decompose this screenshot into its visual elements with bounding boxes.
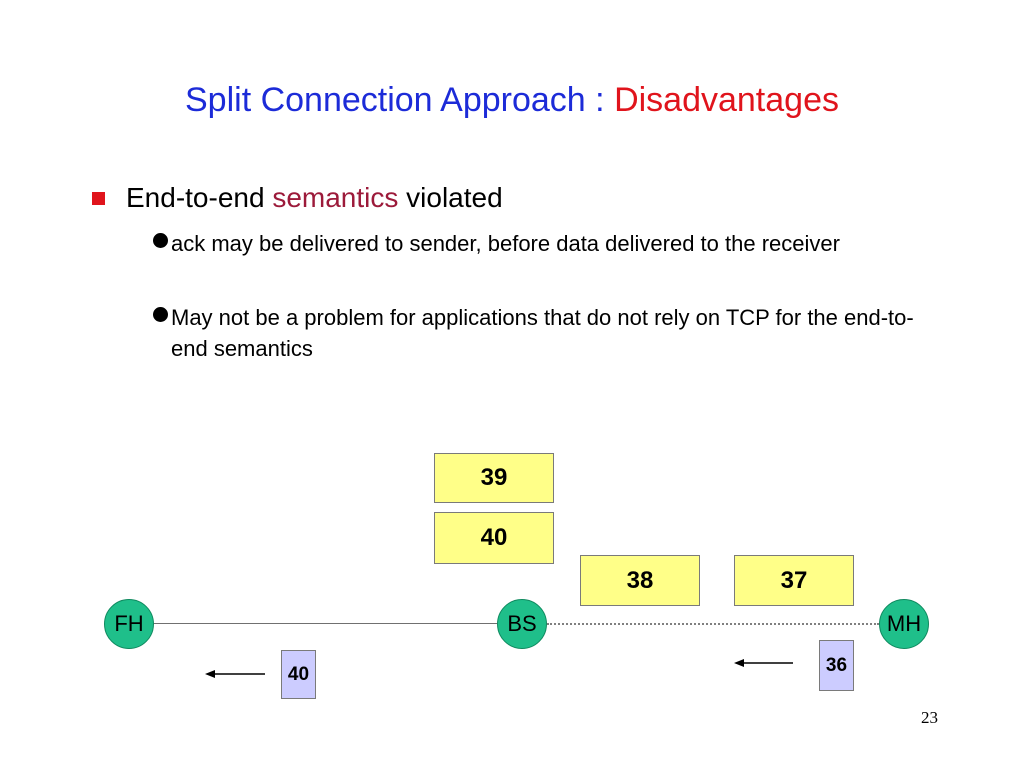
wired-link-line xyxy=(153,623,497,624)
packet-in-transit: 37 xyxy=(734,555,854,606)
ack-from-mh: 36 xyxy=(819,640,854,691)
bullet-text-before: End-to-end xyxy=(126,182,273,213)
node-bs: BS xyxy=(497,599,547,649)
bullet-level2-text: ack may be delivered to sender, before d… xyxy=(171,231,840,256)
title-accent: Disadvantages xyxy=(614,81,839,119)
slide-title: Split Connection Approach : Disadvantage… xyxy=(0,78,1024,122)
bullet-text-accent: semantics xyxy=(272,182,399,213)
ack-to-fh: 40 xyxy=(281,650,316,699)
node-mh: MH xyxy=(879,599,929,649)
bullet-text-after: violated xyxy=(398,182,503,213)
round-bullet-icon xyxy=(153,307,168,322)
packet-bs-queue-bottom: 40 xyxy=(434,512,554,564)
left-arrow-icon xyxy=(205,670,265,678)
node-fh: FH xyxy=(104,599,154,649)
packet-in-transit: 38 xyxy=(580,555,700,606)
bullet-level1-text: End-to-end semantics violated xyxy=(126,181,503,215)
bullet-level2-text: May not be a problem for applications th… xyxy=(171,305,914,361)
round-bullet-icon xyxy=(153,233,168,248)
page-number: 23 xyxy=(921,708,938,727)
wireless-link-line xyxy=(547,623,879,625)
packet-bs-queue-top: 39 xyxy=(434,453,554,503)
title-main: Split Connection Approach : xyxy=(185,81,615,119)
square-bullet-icon xyxy=(92,192,105,205)
left-arrow-icon xyxy=(734,659,793,667)
